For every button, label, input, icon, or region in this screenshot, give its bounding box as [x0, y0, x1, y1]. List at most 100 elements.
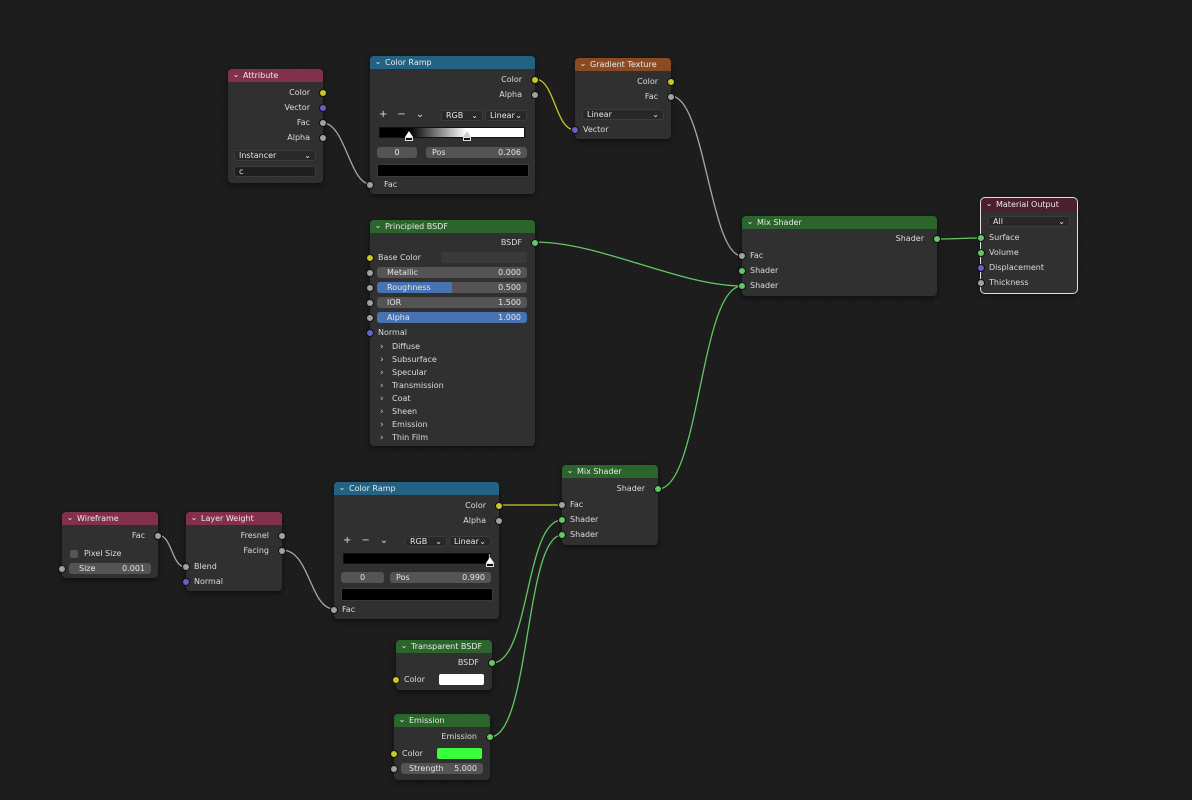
color-ramp-node-bottom[interactable]: ⌄Color Ramp Color Alpha + − ⌄ RGB⌄ Linea… — [330, 482, 503, 619]
render-target-dropdown[interactable]: All⌄ — [988, 216, 1070, 227]
socket-emission[interactable] — [486, 733, 494, 741]
ramp-stop-marker[interactable] — [405, 131, 414, 137]
chevron-down-icon[interactable]: ⌄ — [400, 641, 408, 650]
gradient-type-dropdown[interactable]: Linear⌄ — [582, 109, 664, 120]
socket-fac[interactable] — [319, 119, 327, 127]
panel-thin-film[interactable]: ›Thin Film — [380, 432, 429, 443]
socket-fac[interactable] — [154, 532, 162, 540]
pixel-size-checkbox[interactable]: Pixel Size — [62, 546, 158, 561]
remove-stop-button[interactable]: − — [397, 109, 406, 120]
color-mode-dropdown[interactable]: RGB⌄ — [441, 110, 483, 121]
socket-alpha[interactable] — [319, 134, 327, 142]
socket-metallic[interactable] — [366, 269, 374, 277]
socket-fac[interactable] — [667, 93, 675, 101]
socket-base-color[interactable] — [366, 254, 374, 262]
socket-color[interactable] — [495, 502, 503, 510]
panel-transmission[interactable]: ›Transmission — [380, 380, 444, 391]
chevron-down-icon[interactable]: ⌄ — [374, 221, 382, 230]
stop-index-field[interactable]: 0 — [341, 572, 384, 583]
chevron-down-icon[interactable]: ⌄ — [746, 217, 754, 226]
principled-bsdf-node[interactable]: ⌄Principled BSDF BSDF Base Color Metalli… — [366, 220, 539, 446]
mix-shader-node-bottom[interactable]: ⌄Mix Shader Shader Fac Shader Shader — [558, 465, 662, 545]
node-header[interactable]: ⌄Layer Weight — [186, 512, 282, 525]
node-header[interactable]: ⌄Color Ramp — [370, 56, 535, 69]
socket-vector[interactable] — [571, 126, 579, 134]
panel-subsurface[interactable]: ›Subsurface — [380, 354, 437, 365]
socket-normal[interactable] — [182, 578, 190, 586]
attribute-name-field[interactable]: c — [234, 166, 316, 177]
socket-vector[interactable] — [319, 104, 327, 112]
panel-sheen[interactable]: ›Sheen — [380, 406, 418, 417]
mix-shader-node-top[interactable]: ⌄Mix Shader Shader Fac Shader Shader — [738, 216, 941, 296]
socket-thickness[interactable] — [977, 279, 985, 287]
chevron-down-icon[interactable]: ⌄ — [985, 199, 993, 208]
node-header[interactable]: ⌄Attribute — [228, 69, 323, 82]
node-header[interactable]: ⌄Mix Shader — [562, 465, 658, 478]
attribute-type-dropdown[interactable]: Instancer⌄ — [234, 150, 316, 161]
color-swatch[interactable] — [437, 748, 482, 759]
socket-displacement[interactable] — [977, 264, 985, 272]
color-ramp-gradient[interactable] — [379, 127, 525, 138]
chevron-down-icon[interactable]: ⌄ — [579, 59, 587, 68]
socket-color[interactable] — [392, 676, 400, 684]
socket-shader-out[interactable] — [654, 485, 662, 493]
socket-shader-1[interactable] — [558, 516, 566, 524]
socket-color[interactable] — [390, 750, 398, 758]
socket-strength[interactable] — [390, 765, 398, 773]
node-header[interactable]: ⌄Principled BSDF — [370, 220, 535, 233]
chevron-down-icon[interactable]: ⌄ — [190, 513, 198, 522]
socket-alpha[interactable] — [495, 517, 503, 525]
stop-index-field[interactable]: 0 — [377, 147, 417, 158]
socket-blend[interactable] — [182, 563, 190, 571]
panel-specular[interactable]: ›Specular — [380, 367, 427, 378]
socket-bsdf[interactable] — [488, 659, 496, 667]
socket-fresnel[interactable] — [278, 532, 286, 540]
node-header[interactable]: ⌄Wireframe — [62, 512, 158, 525]
socket-fac[interactable] — [366, 181, 374, 189]
node-header[interactable]: ⌄Mix Shader — [742, 216, 937, 229]
stop-color-swatch[interactable] — [341, 588, 493, 601]
socket-ior[interactable] — [366, 299, 374, 307]
stop-color-swatch[interactable] — [377, 164, 529, 177]
socket-normal[interactable] — [366, 329, 374, 337]
chevron-down-icon[interactable]: ⌄ — [566, 466, 574, 475]
socket-alpha[interactable] — [366, 314, 374, 322]
panel-emission[interactable]: ›Emission — [380, 419, 428, 430]
node-header[interactable]: ⌄Material Output — [981, 198, 1077, 211]
socket-fac[interactable] — [558, 501, 566, 509]
chevron-down-icon[interactable]: ⌄ — [338, 483, 346, 492]
material-output-node[interactable]: ⌄Material Output All⌄ Surface Volume Dis… — [977, 197, 1078, 294]
add-stop-button[interactable]: + — [379, 109, 388, 120]
socket-shader-2[interactable] — [558, 531, 566, 539]
add-stop-button[interactable]: + — [343, 535, 352, 546]
socket-shader-out[interactable] — [933, 235, 941, 243]
chevron-down-icon[interactable]: ⌄ — [232, 70, 240, 79]
socket-color[interactable] — [531, 76, 539, 84]
attribute-node[interactable]: ⌄Attribute Color Vector Fac Alpha Instan… — [228, 69, 327, 183]
socket-color[interactable] — [667, 78, 675, 86]
socket-fac[interactable] — [330, 606, 338, 614]
ramp-menu-button[interactable]: ⌄ — [379, 535, 389, 546]
transparent-bsdf-node[interactable]: ⌄Transparent BSDF BSDF Color — [392, 640, 496, 690]
socket-alpha[interactable] — [531, 91, 539, 99]
socket-roughness[interactable] — [366, 284, 374, 292]
remove-stop-button[interactable]: − — [361, 535, 370, 546]
socket-facing[interactable] — [278, 547, 286, 555]
socket-fac[interactable] — [738, 252, 746, 260]
ramp-stop-marker[interactable] — [485, 557, 494, 563]
socket-volume[interactable] — [977, 249, 985, 257]
node-header[interactable]: ⌄Emission — [394, 714, 490, 727]
socket-color[interactable] — [319, 89, 327, 97]
color-mode-dropdown[interactable]: RGB⌄ — [405, 536, 447, 547]
node-header[interactable]: ⌄Gradient Texture — [575, 58, 671, 71]
layer-weight-node[interactable]: ⌄Layer Weight Fresnel Facing Blend Norma… — [182, 512, 286, 591]
